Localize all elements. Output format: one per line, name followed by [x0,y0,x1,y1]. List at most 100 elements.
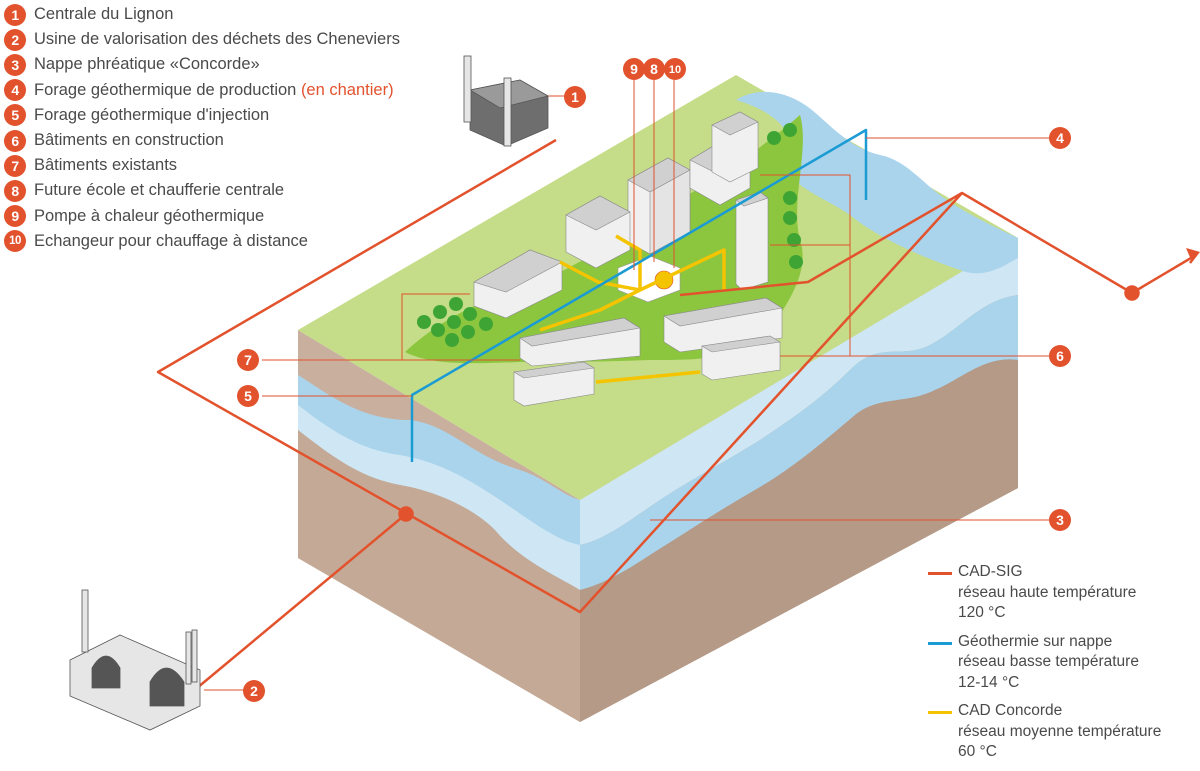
list-item-label: Usine de valorisation des déchets des Ch… [34,30,400,49]
callouts: 1 2 3 4 5 6 7 9 8 10 [237,58,1071,702]
legend-title: CAD Concorde [958,702,1063,719]
list-item: 5 Forage géothermique d'injection [4,103,400,128]
tree [431,323,445,337]
legend-swatch [928,572,952,575]
legend-swatch [928,641,952,645]
building-west-tall [565,195,631,269]
building-north-3 [711,111,759,183]
building-east-vertical [735,191,769,291]
list-item: 7 Bâtiments existants [4,153,400,178]
list-item-label: Forage géothermique d'injection [34,105,270,124]
tree [783,191,797,205]
list-item-label: Pompe à chaleur géothermique [34,206,265,225]
tree [433,305,447,319]
junction-node [398,506,414,522]
water-layer-right-deep [580,295,1018,590]
callout-10: 10 [664,58,686,80]
legend-temp: 120 °C [958,604,1006,621]
tree [449,297,463,311]
trees [417,123,803,347]
tree [461,325,475,339]
svg-text:4: 4 [1056,130,1064,146]
callout-8: 8 [643,58,665,80]
callout-6: 6 [1049,345,1071,367]
soil-band-left [298,430,580,722]
number-badge: 10 [4,230,26,253]
tree [417,315,431,329]
callout-3: 3 [1049,509,1071,531]
svg-text:7: 7 [244,352,252,368]
leader-lines [204,80,1052,691]
list-item-label: Bâtiments en construction [34,131,224,150]
legend-item-geothermie: Géothermie sur nappe réseau basse tempér… [928,632,1161,694]
callout-9: 9 [623,58,645,80]
number-badge: 9 [4,205,26,228]
number-badge: 5 [4,104,26,127]
number-badge: 2 [4,28,26,51]
tree [445,333,459,347]
number-badge: 4 [4,79,26,102]
list-item: 6 Bâtiments en construction [4,128,400,153]
tree [767,131,781,145]
tree [783,211,797,225]
list-item: 2 Usine de valorisation des déchets des C… [4,27,400,52]
water-layer-left-light [298,405,580,590]
legend-desc: réseau basse température [958,653,1139,670]
svg-text:1: 1 [571,89,579,105]
callout-5: 5 [237,385,259,407]
tree [787,233,801,247]
svg-text:5: 5 [244,388,252,404]
river [736,91,1018,274]
network-cad-sig [156,138,1199,689]
centrale-du-lignon-icon [463,55,550,147]
list-item: 10 Echangeur pour chauffage à distance [4,229,400,254]
legend-title: Géothermie sur nappe [958,632,1113,650]
legend-item-cad-concorde: CAD Concorde réseau moyenne température … [928,701,1161,763]
arrow-head [1186,248,1200,262]
building-south-4 [701,335,781,381]
svg-text:8: 8 [650,61,658,77]
list-item-label: Forage géothermique de production (en ch… [34,80,394,99]
tree [783,123,797,137]
network-cad-concorde [539,234,726,384]
list-item: 1 Centrale du Lignon [4,2,400,27]
legend-swatch [928,711,952,714]
svg-text:2: 2 [250,683,258,699]
legend-numbered-list: 1 Centrale du Lignon 2 Usine de valorisati… [4,2,400,254]
building-south-long-1 [519,317,641,367]
network-geothermie [410,128,868,462]
svg-text:6: 6 [1056,348,1064,364]
legend-temp: 60 °C [958,743,997,760]
callout-1: 1 [564,86,586,108]
network-legend: CAD-SIG réseau haute température 120 °C … [928,562,1161,771]
legend-desc: réseau moyenne température [958,722,1162,740]
number-badge: 1 [4,3,26,26]
list-item-label: Bâtiments existants [34,156,178,175]
list-item-label: Centrale du Lignon [34,5,174,24]
number-badge: 8 [4,179,26,202]
junction-node [1124,285,1140,301]
legend-item-cad-sig: CAD-SIG réseau haute température 120 °C [928,562,1161,624]
list-item-label: Echangeur pour chauffage à distance [34,231,308,250]
callout-7: 7 [237,349,259,371]
number-badge: 6 [4,129,26,152]
callout-2: 2 [243,680,265,702]
svg-text:3: 3 [1056,512,1064,528]
svg-text:9: 9 [630,61,638,77]
number-badge: 3 [4,53,26,76]
tree [447,315,461,329]
tree [789,255,803,269]
water-layer-right [580,238,1018,545]
tree [479,317,493,331]
list-item: 9 Pompe à chaleur géothermique [4,204,400,229]
number-badge: 7 [4,154,26,177]
building-south-3 [513,361,595,407]
legend-temp: 12-14 °C [958,673,1020,691]
soil-band-right [580,359,1018,722]
callout-4: 4 [1049,127,1071,149]
list-item: 4 Forage géothermique de production (en c… [4,78,400,103]
svg-text:10: 10 [669,64,681,76]
